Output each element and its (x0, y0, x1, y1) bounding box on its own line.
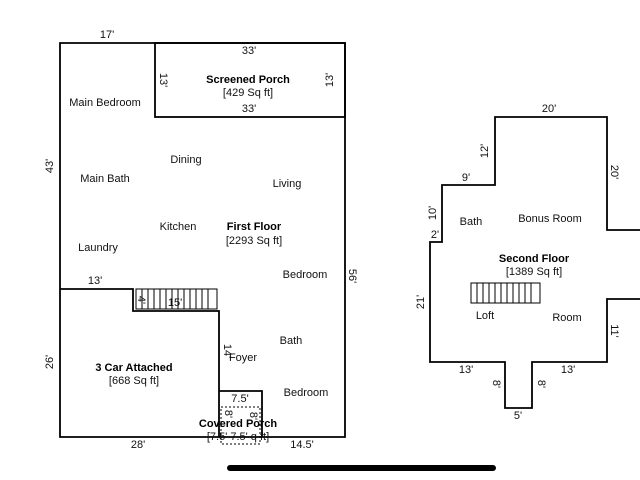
dim-2f-left-12: 12' (479, 144, 491, 158)
dim-stair-4: 4' (135, 296, 147, 304)
dim-garage-bottom: 28' (131, 439, 145, 451)
dim-garage-top: 13' (88, 275, 102, 287)
room-foyer: Foyer (229, 352, 257, 364)
dim-2f-left-2: 2' (431, 229, 439, 241)
second-floor-title: Second Floor (499, 253, 570, 265)
room-laundry: Laundry (78, 242, 118, 254)
room-main-bedroom: Main Bedroom (69, 97, 141, 109)
dim-bottom-right: 14.5' (290, 439, 314, 451)
first-floor-area: [2293 Sq ft] (226, 235, 282, 247)
dim-stair-15: 15' (168, 297, 182, 309)
dim-porch-width: 7.5' (231, 393, 248, 405)
covered-porch-dashed (220, 406, 261, 445)
covered-porch-outline (219, 390, 263, 437)
screened-porch-area: [429 Sq ft] (223, 87, 273, 99)
room-main-bath: Main Bath (80, 173, 130, 185)
room-bath: Bath (280, 335, 303, 347)
garage-area: [668 Sq ft] (109, 375, 159, 387)
dim-porch-top: 33' (242, 45, 256, 57)
covered-porch-area: [7.5' 7.5' q ft] (207, 431, 269, 443)
second-floor-outline (429, 116, 640, 409)
second-floor-area: [1389 Sq ft] (506, 266, 562, 278)
room-2f-bonus-room: Bonus Room (518, 213, 582, 225)
room-2f-room: Room (552, 312, 581, 324)
garage-outline (60, 288, 220, 437)
dim-right-side: 56' (346, 269, 358, 283)
dim-2f-left-10: 10' (427, 206, 439, 220)
dim-porch-8-right: 8' (247, 412, 259, 420)
room-2f-loft: Loft (476, 310, 494, 322)
screened-porch-title: Screened Porch (206, 74, 290, 86)
dim-2f-notch-5: 5' (514, 410, 522, 422)
dim-top-left: 17' (100, 29, 114, 41)
dim-2f-notch-8-right: 8' (535, 380, 547, 388)
second-floor-stairs (470, 282, 541, 304)
room-bedroom-2: Bedroom (284, 387, 329, 399)
dim-2f-left-9: 9' (462, 172, 470, 184)
room-dining: Dining (170, 154, 201, 166)
dim-left-upper: 43' (44, 159, 56, 173)
covered-porch-title: Covered Porch (199, 418, 278, 430)
garage-title: 3 Car Attached (95, 362, 172, 374)
dim-2f-bottom-left-13: 13' (459, 364, 473, 376)
dim-2f-bottom-right-13: 13' (561, 364, 575, 376)
dim-garage-left: 26' (44, 355, 56, 369)
dim-porch-8-left: 8' (222, 410, 234, 418)
dim-porch-bottom: 33' (242, 103, 256, 115)
first-floor-title: First Floor (227, 221, 282, 233)
room-2f-bath: Bath (460, 216, 483, 228)
dim-foyer-14: 14' (221, 344, 233, 358)
room-kitchen: Kitchen (160, 221, 197, 233)
room-living: Living (273, 178, 302, 190)
dim-2f-left-21: 21' (415, 295, 427, 309)
first-floor: 17' 33' 33' 13' 13' 43' 56' 13' 26' 28' … (44, 29, 358, 451)
dim-2f-right-11: 11' (608, 324, 620, 338)
room-bedroom-1: Bedroom (283, 269, 328, 281)
dim-porch-right: 13' (324, 73, 336, 87)
dim-2f-notch-8-left: 8' (490, 380, 502, 388)
first-floor-stairs (135, 288, 218, 310)
home-indicator-bar[interactable] (227, 465, 496, 471)
dim-porch-left: 13' (157, 73, 169, 87)
dim-2f-right-20: 20' (608, 165, 620, 179)
second-floor: 20' 12' 9' 10' 2' 21' 20' 11' 13' 13' 8'… (415, 103, 640, 422)
dim-2f-top: 20' (542, 103, 556, 115)
screened-porch-outline (154, 42, 346, 118)
